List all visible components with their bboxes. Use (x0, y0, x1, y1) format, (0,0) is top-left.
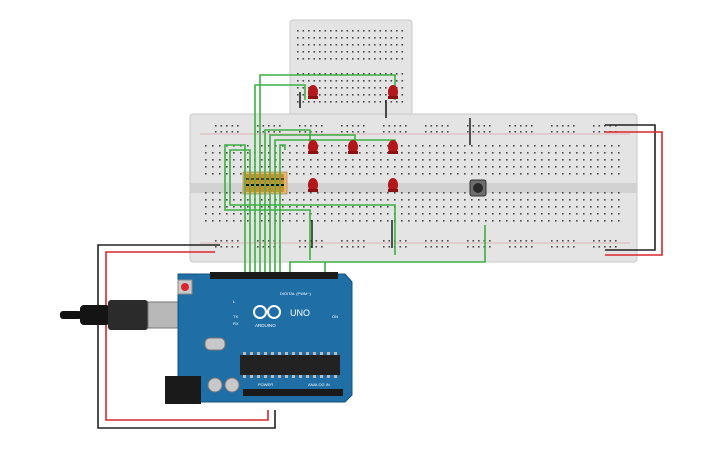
resistor (261, 174, 264, 192)
led (308, 140, 318, 154)
on-label: ON (332, 314, 338, 319)
power-label: POWER (258, 382, 273, 387)
board-brand: ARDUINO (255, 323, 276, 328)
analog-label: ANALOG IN (308, 382, 330, 387)
resistor (251, 174, 254, 192)
digital-label: DIGITAL (PWM~) (280, 291, 312, 296)
arduino-uno-board: UNO ARDUINO DIGITAL (PWM~) POWER ANALOG … (165, 272, 353, 404)
red-wires (105, 131, 663, 421)
tx-label: TX (233, 314, 238, 319)
led (308, 85, 318, 99)
led (388, 85, 398, 99)
resistor (246, 174, 249, 192)
resistor (256, 174, 259, 192)
l-label: L (233, 299, 236, 304)
led (308, 178, 318, 192)
resistor (266, 174, 269, 192)
arduino-logo (253, 305, 281, 319)
led (388, 140, 398, 154)
resistor (271, 174, 274, 192)
usb-cable (60, 300, 195, 330)
main-breadboard (189, 113, 638, 263)
led (388, 178, 398, 192)
rx-label: RX (233, 321, 239, 326)
small-breadboard-holes (297, 30, 404, 103)
main-breadboard-holes (205, 125, 620, 248)
board-model: UNO (290, 308, 310, 318)
small-breadboard (289, 19, 413, 116)
resistor (276, 174, 279, 192)
push-button[interactable] (469, 179, 487, 197)
black-wires (97, 92, 656, 429)
led (348, 140, 358, 154)
resistor (281, 174, 284, 192)
led-group (308, 85, 398, 192)
